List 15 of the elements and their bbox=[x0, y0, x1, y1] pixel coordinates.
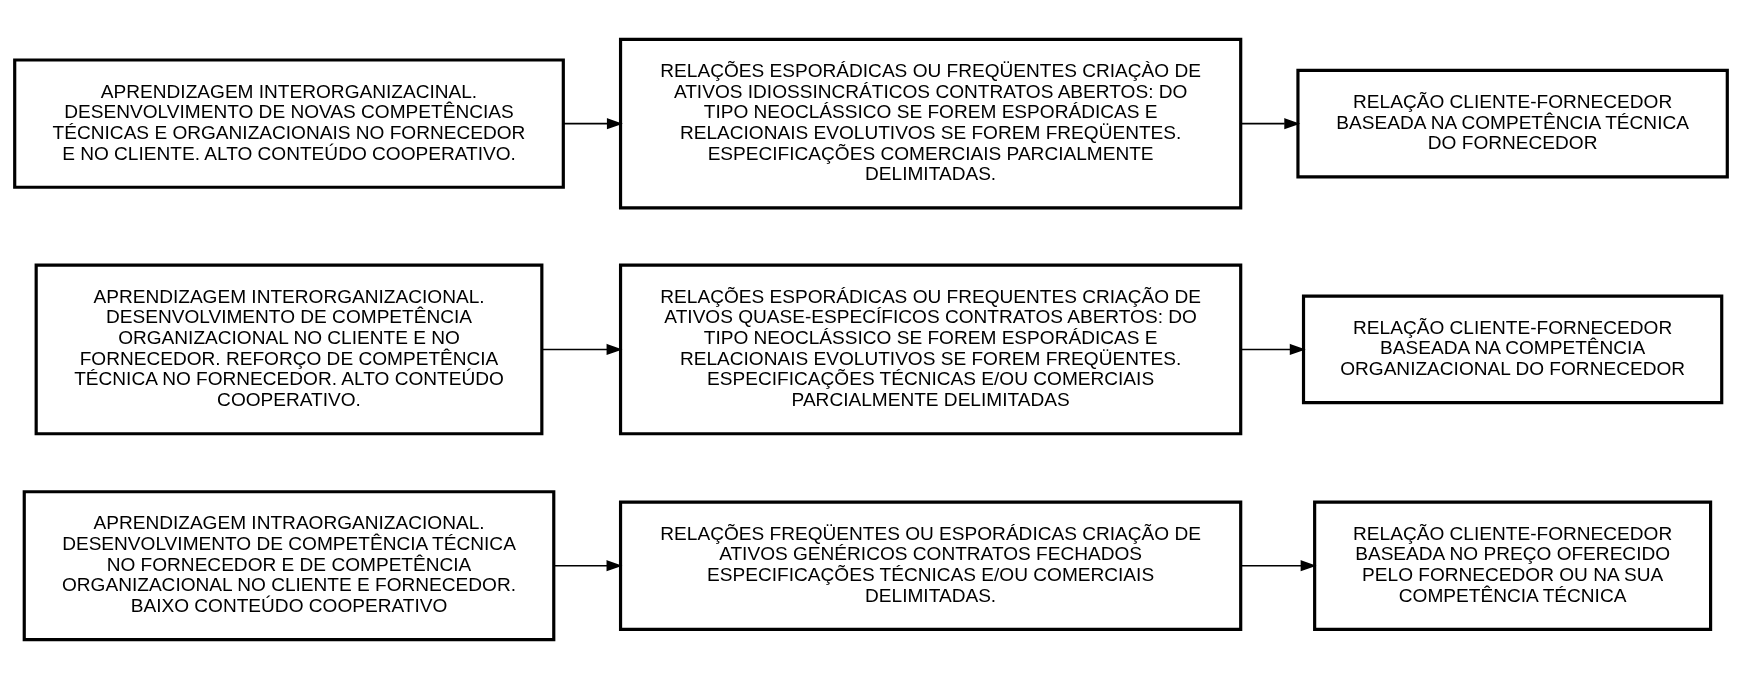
node-box: RELAÇÕES FREQÜENTES OU ESPORÁDICAS CRIAÇÃO DE ATIVOS GENÉRICOS CONTRATOS FECHADOS ESPECIFICAÇÕES TÉCNICAS E/OU COMERCIAIS DELIMITADAS. bbox=[618, 500, 1243, 631]
arrow bbox=[1240, 560, 1317, 572]
arrow bbox=[1240, 118, 1301, 130]
node-box: RELAÇÃO CLIENTE-FORNECEDOR BASEADA NO PREÇO OFERECIDO PELO FORNECEDOR OU NA SUA COMPETÊNCIA TÉCNICA bbox=[1313, 500, 1713, 631]
node-box: RELAÇÕES ESPORÁDICAS OU FREQUENTES CRIAÇÃO DE ATIVOS QUASE-ESPECÍFICOS CONTRATOS ABERTOS: DO TIPO NEOCLÁSSICO SE FOREM ESPORÁDICAS E RELACIONAIS EVOLUTIVOS SE FOREM FREQÜENTES. ESPECIFICAÇÕES TÉCNICAS E/OU COMERCIAIS PARCIALMENTE DELIMITADAS bbox=[618, 263, 1243, 436]
arrow bbox=[541, 343, 623, 355]
node-box: RELAÇÕES ESPORÁDICAS OU FREQÜENTES CRIAÇÀO DE ATIVOS IDIOSSINCRÁTICOS CONTRATOS ABERTOS: DO TIPO NEOCLÁSSICO SE FOREM ESPORÁDICAS E RELACIONAIS EVOLUTIVOS SE FOREM FREQÜENTES. ESPECIFICAÇÕES COMERCIAIS PARCIALMENTE DELIMITADAS. bbox=[618, 37, 1243, 210]
node-box: RELAÇÃO CLIENTE-FORNECEDOR BASEADA NA COMPETÊNCIA TÉCNICA DO FORNECEDOR bbox=[1296, 68, 1729, 179]
arrow bbox=[553, 560, 623, 572]
node-box: APRENDIZAGEM INTERORGANIZACINAL. DESENVOLVIMENTO DE NOVAS COMPETÊNCIAS TÉCNICAS E ORGANIZACIONAIS NO FORNECEDOR E NO CLIENTE. ALTO CONTEÚDO COOPERATIVO. bbox=[13, 58, 565, 189]
arrow bbox=[1240, 343, 1306, 355]
node-box: APRENDIZAGEM INTERORGANIZACIONAL. DESENVOLVIMENTO DE COMPETÊNCIA ORGANIZACIONAL NO CLIENTE E NO FORNECEDOR. REFORÇO DE COMPETÊNCIA TÉCNICA NO FORNECEDOR. ALTO CONTEÚDO COOPERATIVO. bbox=[34, 263, 544, 436]
arrow bbox=[562, 118, 623, 130]
node-box: APRENDIZAGEM INTRAORGANIZACIONAL. DESENVOLVIMENTO DE COMPETÊNCIA TÉCNICA NO FORNECEDOR E DE COMPETÊNCIA ORGANIZACIONAL NO CLIENTE E FORNECEDOR. BAIXO CONTEÚDO COOPERATIVO bbox=[22, 490, 556, 642]
node-box: RELAÇÃO CLIENTE-FORNECEDOR BASEADA NA COMPETÊNCIA ORGANIZACIONAL DO FORNECEDOR bbox=[1301, 294, 1724, 405]
